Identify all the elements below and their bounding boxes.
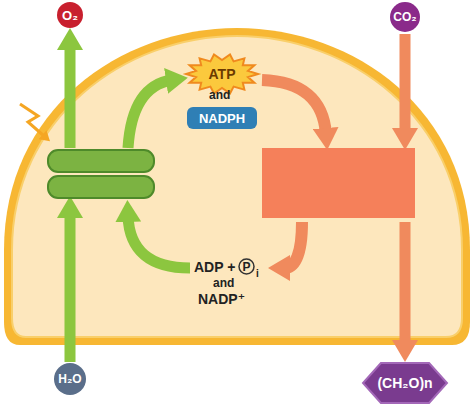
- text-label: ADP +: [194, 259, 235, 275]
- node-text: P: [242, 260, 250, 274]
- water-circle: H₂O: [53, 362, 87, 396]
- text-label: NADP⁺: [198, 291, 245, 307]
- text-label: i: [256, 268, 259, 279]
- node-text: CO₂: [393, 10, 416, 24]
- node-text: NADPH: [199, 111, 245, 126]
- calvin-cycle-box: [262, 148, 415, 218]
- atp-arrow: [128, 80, 172, 148]
- return-arrow: [284, 222, 302, 268]
- nadph-box: NADPH: [187, 107, 257, 129]
- node-text: (CH₂O)n: [377, 375, 432, 391]
- node-text: O₂: [62, 8, 78, 23]
- water-arrow: [65, 212, 76, 362]
- co2-arrow: [400, 34, 411, 134]
- thylakoid-disc: [48, 150, 154, 172]
- text-label: and: [213, 276, 234, 290]
- phosphate-circle: P: [238, 258, 255, 275]
- oxygen-circle: O₂: [56, 1, 84, 29]
- light-bolt: [20, 104, 44, 136]
- node-text: H₂O: [58, 372, 81, 386]
- adp-arrow: [128, 216, 190, 268]
- co2-circle: CO₂: [389, 1, 421, 33]
- sugar-hexagon: (CH₂O)n: [362, 362, 448, 404]
- oxygen-arrow: [65, 44, 76, 148]
- thylakoid-disc: [48, 176, 154, 198]
- sugar-arrow: [400, 222, 411, 346]
- text-label: and: [209, 88, 230, 102]
- nadph-arrow: [262, 80, 326, 134]
- node-text: ATP: [209, 66, 236, 82]
- chloroplast-inner: [12, 36, 462, 337]
